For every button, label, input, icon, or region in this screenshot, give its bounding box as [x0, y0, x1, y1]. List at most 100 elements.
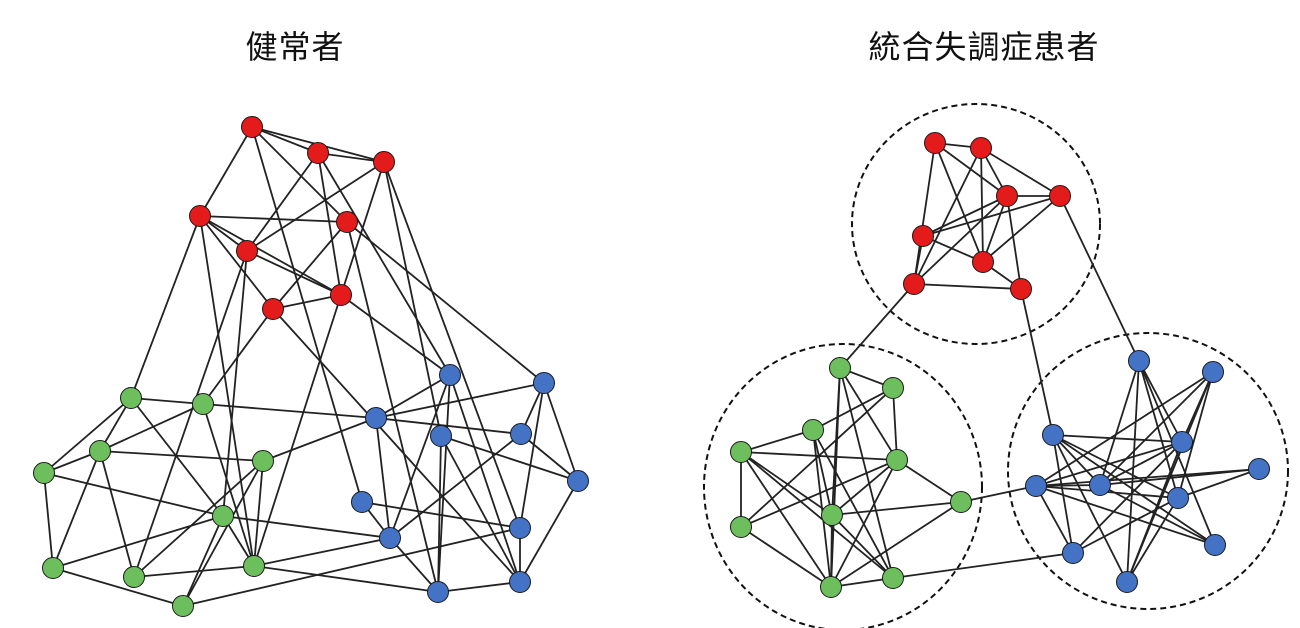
edge	[317, 152, 385, 163]
edge	[222, 515, 391, 539]
edge	[831, 501, 962, 516]
edge	[133, 250, 248, 578]
node-green	[802, 419, 824, 441]
node-green	[820, 576, 842, 598]
node-green	[950, 491, 972, 513]
node-green	[33, 462, 55, 484]
node-green	[172, 595, 194, 617]
edge	[272, 308, 521, 583]
node-red	[1049, 185, 1071, 207]
edge	[199, 126, 253, 217]
node-blue	[509, 517, 531, 539]
edge	[1177, 468, 1260, 499]
edge	[437, 581, 521, 593]
node-blue	[1116, 571, 1138, 593]
edge	[251, 126, 348, 223]
edge	[892, 387, 898, 461]
edge	[1059, 195, 1140, 362]
node-red	[924, 132, 946, 154]
edge	[1126, 441, 1183, 583]
edge	[389, 537, 439, 593]
node-green	[730, 516, 752, 538]
edge	[202, 308, 274, 405]
node-blue	[1042, 424, 1064, 446]
edge	[52, 450, 101, 569]
edge	[43, 397, 132, 474]
edge	[830, 367, 841, 588]
edge	[1052, 434, 1179, 499]
edge	[1035, 371, 1214, 487]
node-blue	[567, 470, 589, 492]
node-green	[821, 504, 843, 526]
node-red	[903, 273, 925, 295]
edge	[251, 126, 319, 154]
edge	[202, 403, 255, 567]
edge	[922, 195, 1008, 237]
edge	[389, 374, 451, 539]
edge	[1052, 434, 1101, 486]
node-blue	[1062, 542, 1084, 564]
edge	[199, 215, 348, 223]
node-blue	[1128, 350, 1150, 372]
edge	[383, 161, 442, 437]
edge	[960, 485, 1037, 503]
edge	[1035, 485, 1216, 546]
edge	[831, 459, 898, 516]
edge	[99, 403, 204, 452]
edge	[199, 215, 255, 567]
edge	[520, 433, 579, 482]
node-red	[236, 240, 258, 262]
edge	[913, 147, 982, 285]
edge	[437, 374, 451, 593]
node-blue	[427, 581, 449, 603]
edge	[130, 397, 224, 517]
node-red	[189, 205, 211, 227]
edge	[253, 460, 264, 567]
edge	[182, 527, 521, 607]
title-healthy: 健常者	[245, 28, 345, 66]
edge	[253, 537, 391, 567]
community-outline-blue	[1007, 332, 1289, 610]
node-green	[89, 440, 111, 462]
edge	[839, 283, 915, 369]
edge	[246, 250, 342, 296]
edge	[740, 451, 832, 588]
node-green	[192, 393, 214, 415]
edge	[519, 382, 545, 529]
edge	[519, 480, 579, 583]
edge	[1052, 434, 1183, 443]
title-schizophrenia: 統合失調症患者	[868, 28, 1100, 66]
node-red	[336, 211, 358, 233]
edge	[839, 367, 898, 461]
edge	[182, 515, 224, 607]
node-green	[120, 387, 142, 409]
edge	[99, 450, 135, 578]
node-red	[307, 142, 329, 164]
edge	[913, 283, 1022, 290]
edge	[1072, 441, 1183, 554]
node-blue	[1171, 431, 1193, 453]
node-blue	[1204, 534, 1226, 556]
edge	[1072, 497, 1179, 554]
edge	[543, 382, 579, 482]
node-blue	[351, 491, 373, 513]
node-green	[212, 505, 234, 527]
edge	[317, 152, 451, 376]
edge	[253, 294, 342, 567]
edge	[896, 459, 962, 503]
edge	[740, 451, 833, 516]
edge	[199, 215, 342, 296]
node-blue	[1089, 474, 1111, 496]
node-blue	[430, 425, 452, 447]
edge	[375, 374, 451, 419]
edge	[1035, 485, 1074, 554]
edge	[246, 152, 319, 252]
edge	[922, 195, 1061, 237]
node-blue	[379, 527, 401, 549]
node-green	[42, 557, 64, 579]
edge	[830, 514, 833, 588]
edge	[130, 215, 201, 399]
edge	[133, 565, 255, 578]
edge	[1138, 360, 1183, 443]
